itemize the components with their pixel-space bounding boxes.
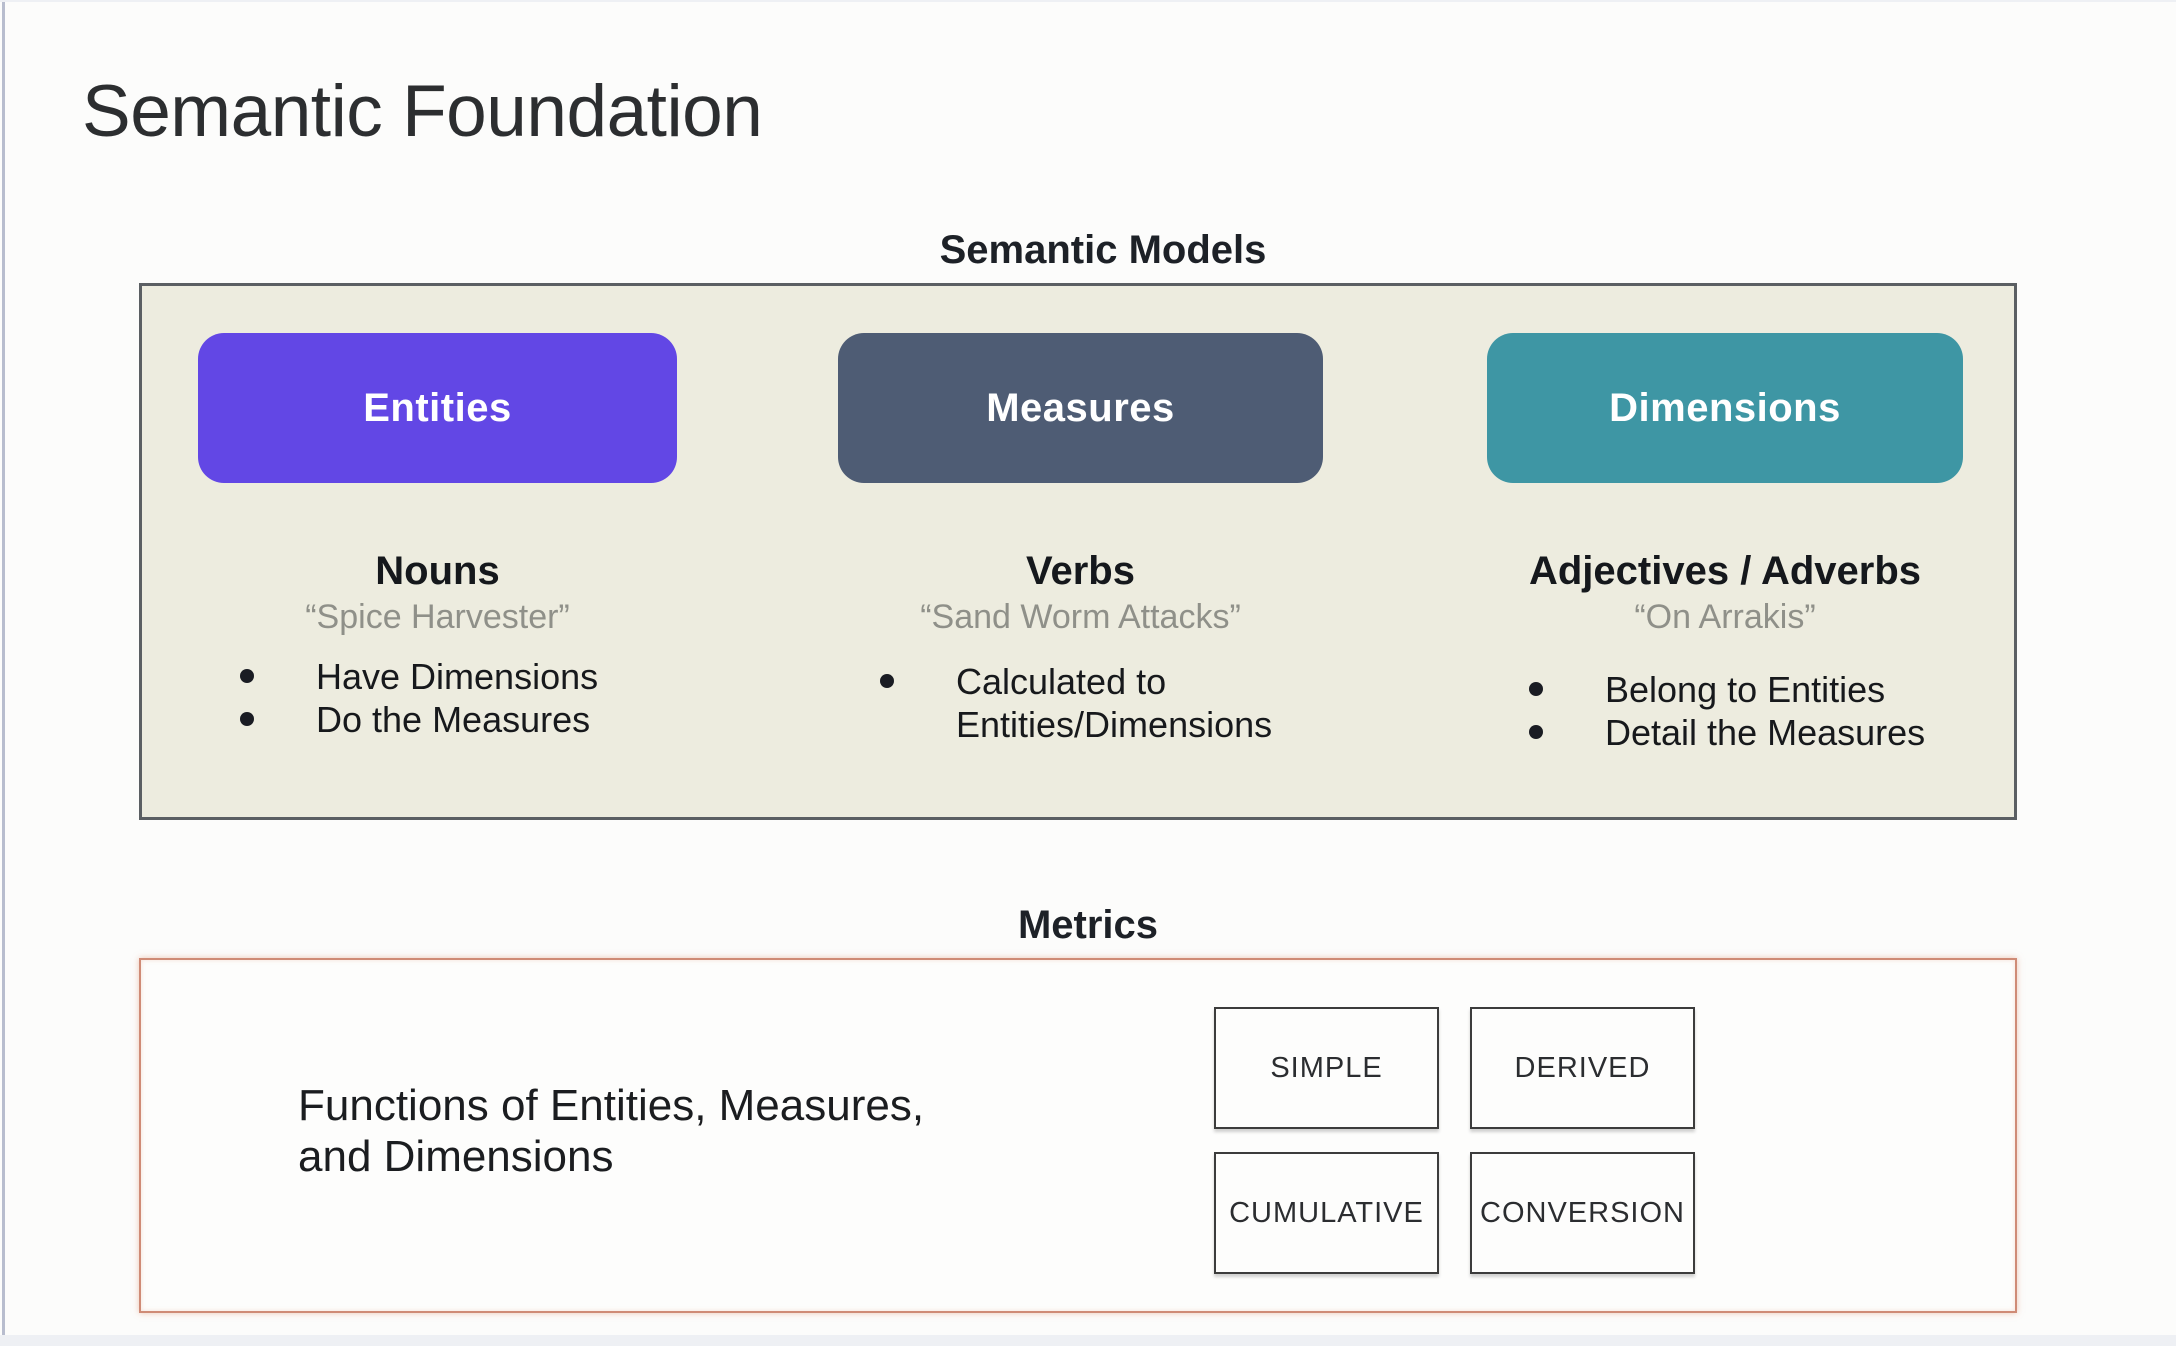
measures-quote: “Sand Worm Attacks” [920,598,1241,636]
metrics-description: Functions of Entities, Measures, and Dim… [298,1081,925,1181]
semantic-models-panel: Entities Nouns “Spice Harvester” Have Di… [139,283,2017,820]
entities-pill: Entities [198,333,677,483]
measures-pill: Measures [838,333,1323,483]
bullet-dot [240,669,254,683]
bullet-dot [1529,682,1543,696]
metric-tile-derived: DERIVED [1470,1007,1695,1129]
bullet-dot [1529,725,1543,739]
entities-quote: “Spice Harvester” [305,598,570,636]
dimensions-wordtype-label: Adjectives / Adverbs [1528,549,1921,593]
bullet-text: Do the Measures [316,699,591,740]
measures-wordtype-label: Verbs [1026,549,1135,593]
dimensions-quote: “On Arrakis” [1634,598,1816,636]
entities-wordtype-label: Nouns [375,549,500,593]
list-item: Have Dimensions [240,655,677,698]
column-entities: Entities Nouns “Spice Harvester” Have Di… [198,286,677,817]
dimensions-pill: Dimensions [1487,333,1963,483]
bullet-dot [240,712,254,726]
metric-tile-simple: SIMPLE [1214,1007,1439,1129]
window-left-border [2,0,5,1346]
entities-pill-label: Entities [363,385,512,430]
dimensions-wordtype: Adjectives / Adverbs “On Arrakis” [1487,548,1963,638]
dimensions-pill-label: Dimensions [1609,385,1841,430]
dimensions-bullet-list: Belong to Entities Detail the Measures [1487,668,1963,754]
metric-tile-label: SIMPLE [1270,1051,1383,1084]
bullet-text: Detail the Measures [1605,712,1926,753]
page-title: Semantic Foundation [82,71,763,152]
list-item: Detail the Measures [1529,711,1963,754]
list-item: Calculated to Entities/Dimensions [880,660,1323,746]
bullet-text: Have Dimensions [316,656,599,697]
metrics-panel: Functions of Entities, Measures, and Dim… [139,958,2017,1313]
measures-bullet-list: Calculated to Entities/Dimensions [838,660,1323,746]
measures-wordtype: Verbs “Sand Worm Attacks” [838,548,1323,638]
metric-tile-label: CUMULATIVE [1229,1196,1424,1229]
measures-pill-label: Measures [986,385,1175,430]
bullet-dot [880,674,894,688]
bullet-text: Calculated to Entities/Dimensions [956,661,1273,745]
metric-tile-label: CONVERSION [1480,1196,1685,1229]
entities-wordtype: Nouns “Spice Harvester” [198,548,677,638]
metric-tile-cumulative: CUMULATIVE [1214,1152,1439,1274]
bullet-text: Belong to Entities [1605,669,1886,710]
window-bottom-strip [0,1335,2176,1346]
metrics-heading: Metrics [1017,903,1159,947]
entities-bullet-list: Have Dimensions Do the Measures [198,655,677,741]
list-item: Do the Measures [240,698,677,741]
column-measures: Measures Verbs “Sand Worm Attacks” Calcu… [838,286,1323,817]
semantic-models-heading: Semantic Models [939,228,1267,272]
list-item: Belong to Entities [1529,668,1963,711]
column-dimensions: Dimensions Adjectives / Adverbs “On Arra… [1487,286,1963,817]
window-top-border [0,0,2176,2]
metric-tile-conversion: CONVERSION [1470,1152,1695,1274]
metric-tile-label: DERIVED [1514,1051,1651,1084]
